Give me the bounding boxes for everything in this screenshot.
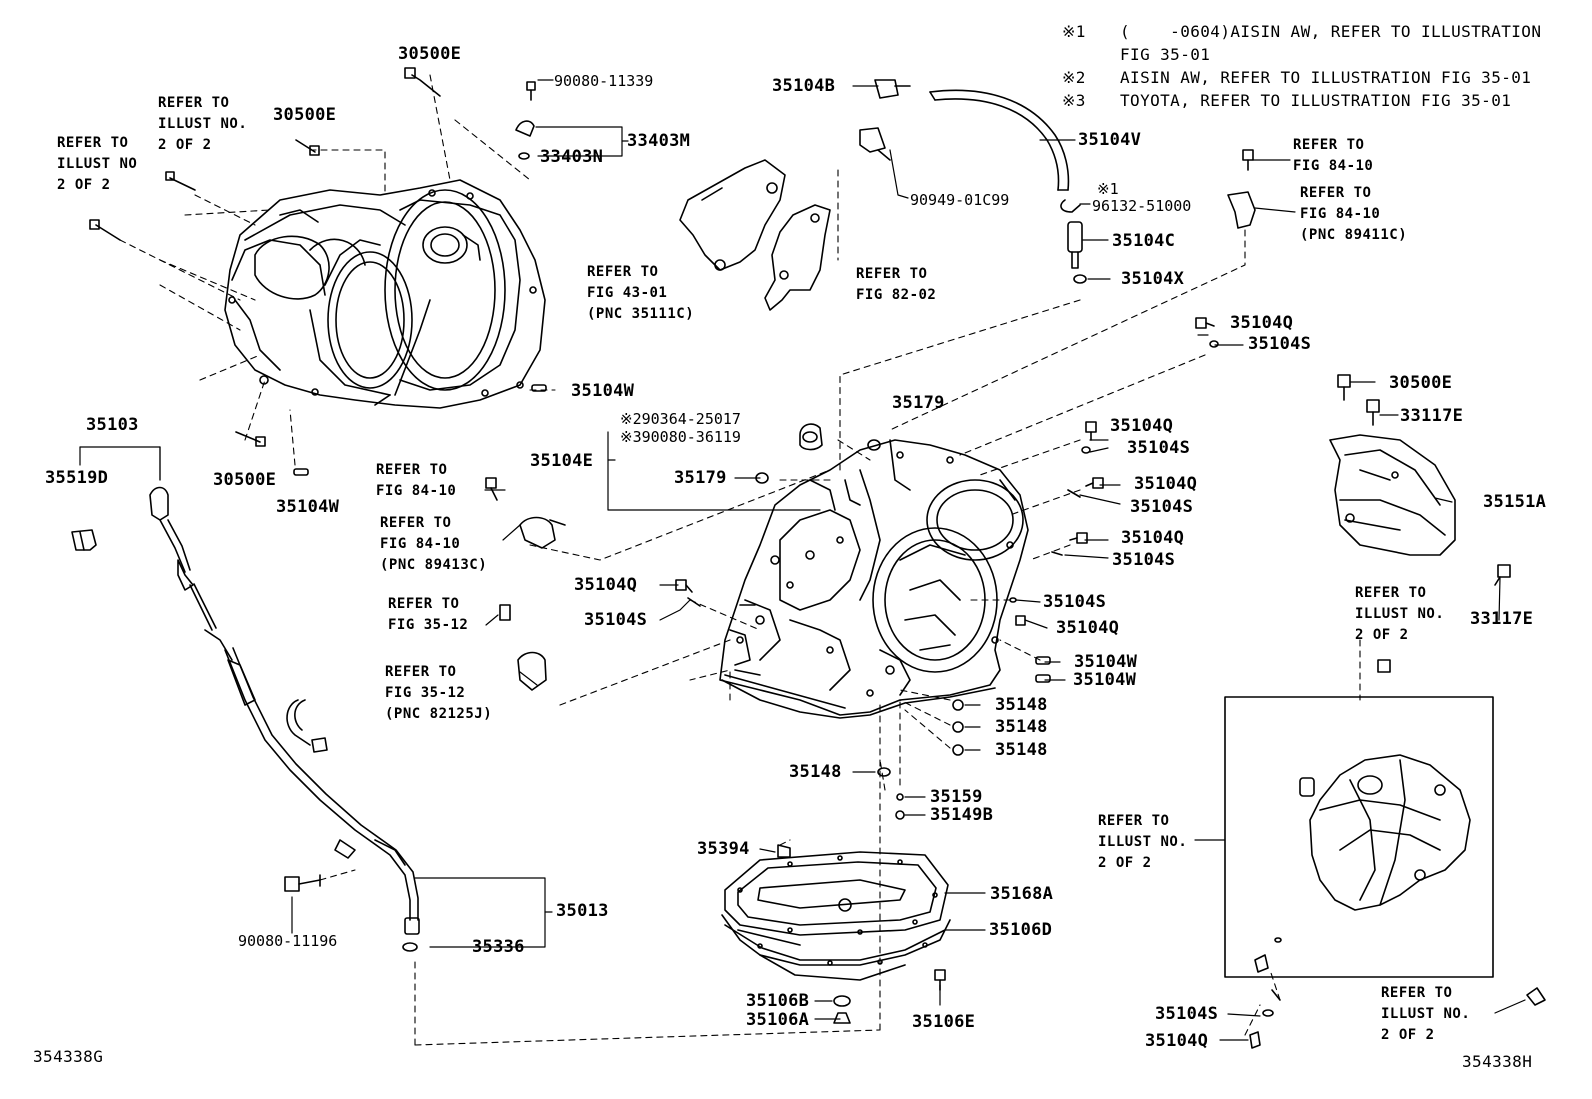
part-label[interactable]: 35394 bbox=[697, 839, 750, 859]
case-small-parts bbox=[675, 317, 1219, 858]
part-label[interactable]: 35179 bbox=[892, 393, 945, 413]
bracket-drawing bbox=[1329, 374, 1511, 673]
part-label[interactable]: 35104S bbox=[1043, 592, 1107, 612]
part-label[interactable]: 35104Q bbox=[1121, 528, 1185, 548]
part-label[interactable]: 96132-51000 bbox=[1092, 197, 1192, 215]
part-label[interactable]: 33117E bbox=[1400, 406, 1464, 426]
part-label[interactable]: 35104W bbox=[1074, 652, 1138, 672]
refer-fig-84-10[interactable]: REFER TO FIG 84-10 bbox=[1293, 137, 1374, 174]
refer-illust-2of2[interactable]: REFER TO ILLUST NO. 2 OF 2 bbox=[1355, 585, 1445, 643]
part-label[interactable]: 35179 bbox=[674, 468, 727, 488]
transmission-case-drawing bbox=[719, 439, 1029, 719]
note-3-mark: ※3 bbox=[1062, 91, 1086, 110]
refer-fig-84-10[interactable]: REFER TO FIG 84-10 (PNC 89413C) bbox=[380, 515, 488, 573]
part-label[interactable]: 35148 bbox=[789, 762, 842, 782]
part-label[interactable]: 35104E bbox=[530, 451, 594, 471]
part-label[interactable]: 30500E bbox=[213, 470, 277, 490]
part-label[interactable]: 35168A bbox=[990, 884, 1054, 904]
part-label[interactable]: 35104Q bbox=[1134, 474, 1198, 494]
part-label[interactable]: 35159 bbox=[930, 787, 983, 807]
part-label[interactable]: 35104S bbox=[1155, 1004, 1219, 1024]
part-label[interactable]: 35104Q bbox=[1110, 416, 1174, 436]
part-label[interactable]: 35148 bbox=[995, 695, 1048, 715]
part-label[interactable]: 35106D bbox=[989, 920, 1053, 940]
part-label[interactable]: 35103 bbox=[86, 415, 139, 435]
part-label[interactable]: 90080-11339 bbox=[554, 72, 654, 90]
note-3-text: TOYOTA, REFER TO ILLUSTRATION FIG 35-01 bbox=[1120, 91, 1512, 110]
part-label[interactable]: 30500E bbox=[1389, 373, 1453, 393]
dipstick-tube-drawing bbox=[71, 486, 420, 952]
part-label[interactable]: 35336 bbox=[472, 937, 525, 957]
part-label[interactable]: 35104S bbox=[1127, 438, 1191, 458]
refer-fig-35-12[interactable]: REFER TO FIG 35-12 bbox=[388, 596, 469, 633]
part-label[interactable]: 35104Q bbox=[574, 575, 638, 595]
refer-fig-84-10[interactable]: REFER TO FIG 84-10 bbox=[376, 462, 457, 499]
note-1-text: ( -0604)AISIN AW, REFER TO ILLUSTRATION bbox=[1120, 22, 1542, 41]
part-label[interactable]: 35104Q bbox=[1145, 1031, 1209, 1051]
part-label[interactable]: 35104Q bbox=[1230, 313, 1294, 333]
part-label[interactable]: 35104S bbox=[1248, 334, 1312, 354]
engine-mount-drawing bbox=[1249, 754, 1546, 1049]
part-label[interactable]: 35106B bbox=[746, 991, 810, 1011]
part-leader-lines bbox=[79, 79, 1526, 1041]
lower-dashed-leaders bbox=[319, 169, 1361, 1046]
part-label[interactable]: 35104S bbox=[1130, 497, 1194, 517]
part-label[interactable]: 33117E bbox=[1470, 609, 1534, 629]
note-2-mark: ※2 bbox=[1062, 68, 1086, 87]
part-label[interactable]: 33403M bbox=[627, 131, 691, 151]
refer-illust-2of2[interactable]: REFER TO ILLUST NO. 2 OF 2 bbox=[158, 95, 248, 153]
part-note-mark: ※1 bbox=[1097, 180, 1119, 198]
transaxle-housing-drawing bbox=[224, 179, 546, 409]
housing-dashed-leaders bbox=[119, 74, 556, 466]
refer-illust-2of2[interactable]: REFER TO ILLUST NO. 2 OF 2 bbox=[1098, 813, 1188, 871]
part-label[interactable]: 35104S bbox=[584, 610, 648, 630]
part-label[interactable]: 35104W bbox=[1073, 670, 1137, 690]
part-label[interactable]: 90949-01C99 bbox=[910, 191, 1010, 209]
note-1-text-cont: FIG 35-01 bbox=[1120, 45, 1211, 64]
refer-fig-43-01[interactable]: REFER TO FIG 43-01 (PNC 35111C) bbox=[587, 264, 695, 322]
part-label[interactable]: 35151A bbox=[1483, 492, 1547, 512]
part-label[interactable]: 35104S bbox=[1112, 550, 1176, 570]
part-label[interactable]: 35148 bbox=[995, 717, 1048, 737]
part-label[interactable]: 35104X bbox=[1121, 269, 1185, 289]
refer-illust-2of2[interactable]: REFER TO ILLUST NO. 2 OF 2 bbox=[1381, 985, 1471, 1043]
brackets-sensors-drawing bbox=[485, 79, 1256, 691]
part-label[interactable]: 35104W bbox=[276, 497, 340, 517]
part-label[interactable]: 35149B bbox=[930, 805, 994, 825]
part-label[interactable]: 35104V bbox=[1078, 130, 1142, 150]
oil-pan-drawing bbox=[721, 851, 951, 1024]
note-2-text: AISIN AW, REFER TO ILLUSTRATION FIG 35-0… bbox=[1120, 68, 1532, 87]
illustration-code-right: 354338H bbox=[1462, 1052, 1533, 1071]
part-label[interactable]: ※290364-25017 bbox=[620, 410, 741, 428]
part-label[interactable]: 90080-11196 bbox=[238, 932, 338, 950]
refer-fig-84-10[interactable]: REFER TO FIG 84-10 (PNC 89411C) bbox=[1300, 185, 1408, 243]
part-label[interactable]: 35104W bbox=[571, 381, 635, 401]
part-label[interactable]: 33403N bbox=[540, 147, 604, 167]
mount-detail-frame bbox=[1224, 696, 1494, 978]
part-label[interactable]: 35519D bbox=[45, 468, 109, 488]
part-label[interactable]: ※390080-36119 bbox=[620, 428, 741, 446]
note-1-mark: ※1 bbox=[1062, 22, 1086, 41]
part-label[interactable]: 35106E bbox=[912, 1012, 976, 1032]
part-label[interactable]: 35104Q bbox=[1056, 618, 1120, 638]
part-label[interactable]: 35104C bbox=[1112, 231, 1176, 251]
housing-bolts bbox=[89, 67, 547, 476]
part-label[interactable]: 30500E bbox=[273, 105, 337, 125]
part-label[interactable]: 30500E bbox=[398, 44, 462, 64]
part-label[interactable]: 35106A bbox=[746, 1010, 810, 1030]
refer-illust-2of2[interactable]: REFER TO ILLUST NO 2 OF 2 bbox=[57, 135, 138, 193]
illustration-code-left: 354338G bbox=[33, 1047, 104, 1066]
refer-fig-82-02[interactable]: REFER TO FIG 82-02 bbox=[856, 266, 937, 303]
part-label[interactable]: 35148 bbox=[995, 740, 1048, 760]
part-label[interactable]: 35013 bbox=[556, 901, 609, 921]
part-label[interactable]: 35104B bbox=[772, 76, 836, 96]
refer-fig-35-12[interactable]: REFER TO FIG 35-12 (PNC 82125J) bbox=[385, 664, 493, 722]
